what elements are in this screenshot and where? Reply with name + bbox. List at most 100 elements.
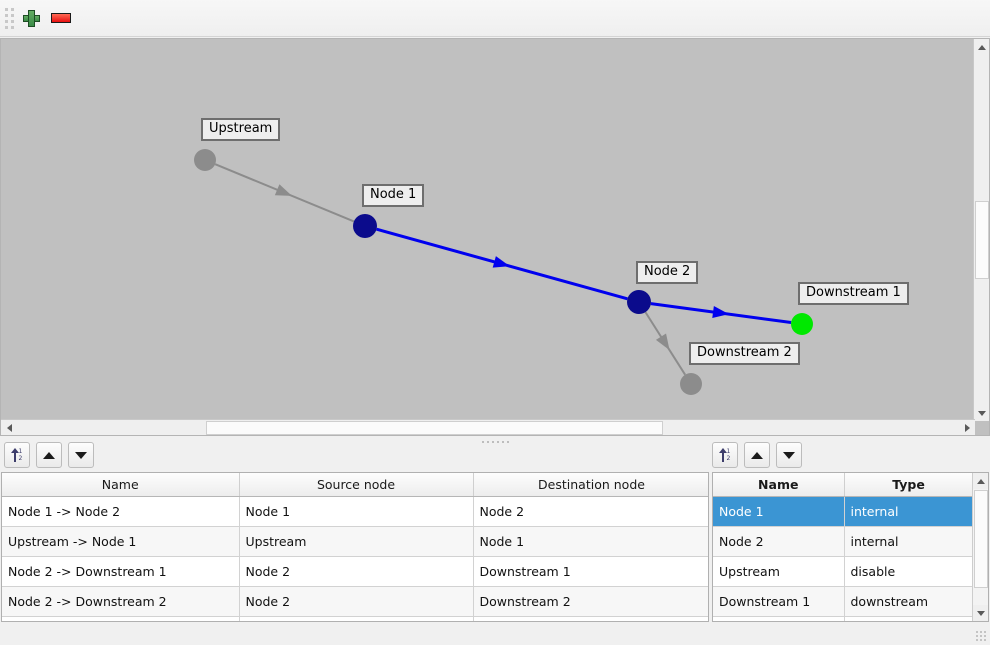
window-resize-grip[interactable]: [976, 631, 988, 643]
nodes-move-up-button[interactable]: [744, 442, 770, 468]
graph-horizontal-scroll-thumb[interactable]: [206, 421, 663, 435]
nodes-table-header-row: Name Type: [713, 473, 988, 497]
nodes-table-empty-cell: [713, 616, 845, 621]
edge-destination-node: Node 2: [473, 496, 708, 527]
graph-node-label-downstream2[interactable]: Downstream 2: [689, 342, 800, 365]
node-type: downstream: [844, 586, 974, 617]
graph-node-downstream2[interactable]: [680, 373, 702, 395]
add-node-button[interactable]: [16, 3, 46, 33]
edge-destination-node: Downstream 1: [473, 556, 708, 587]
nodes-table-scroll-thumb[interactable]: [974, 490, 988, 588]
splitter-grip-icon: [481, 441, 509, 443]
graph-canvas[interactable]: [1, 39, 975, 421]
graph-edge-arrow-upstream-node1: [274, 184, 292, 196]
nodes-table-empty-row[interactable]: [713, 616, 988, 621]
edge-name: Node 2 -> Downstream 1: [2, 556, 240, 587]
node-type: internal: [844, 526, 974, 557]
edges-table-header-row: Name Source node Destination node: [2, 473, 708, 497]
edges-table[interactable]: Name Source node Destination node Node 1…: [1, 472, 709, 622]
node-name: Node 2: [713, 526, 845, 557]
edge-name: Node 1 -> Node 2: [2, 496, 240, 527]
main-toolbar: [0, 0, 990, 37]
node-name: Upstream: [713, 556, 845, 587]
toolbar-drag-handle[interactable]: [2, 5, 16, 31]
triangle-down-icon: [783, 451, 795, 459]
graph-edge-arrow-node2-downstream1: [712, 306, 729, 318]
scroll-right-button[interactable]: [959, 420, 975, 435]
triangle-down-icon: [978, 410, 986, 416]
graph-node-label-upstream[interactable]: Upstream: [201, 118, 281, 141]
nodes-table-vertical-scrollbar[interactable]: [972, 473, 988, 621]
triangle-down-icon: [977, 610, 985, 616]
edge-name: Upstream -> Node 1: [2, 526, 240, 557]
edges-column-header-destination[interactable]: Destination node: [473, 473, 708, 497]
edges-sort-button[interactable]: 1 2: [4, 442, 30, 468]
edges-table-empty-cell: [239, 616, 474, 621]
node-name: Node 1: [713, 496, 845, 527]
nodes-scroll-up-button[interactable]: [973, 473, 988, 489]
node-name: Downstream 1: [713, 586, 845, 617]
graph-edge-arrow-node1-node2: [492, 256, 510, 268]
edges-column-header-source[interactable]: Source node: [239, 473, 474, 497]
triangle-up-icon: [977, 478, 985, 484]
sort-icon: 1 2: [10, 447, 25, 463]
graph-node-upstream[interactable]: [194, 149, 216, 171]
plus-icon: [22, 9, 40, 27]
node-type: internal: [844, 496, 974, 527]
panel-splitter[interactable]: [0, 437, 990, 447]
scroll-down-button[interactable]: [974, 405, 989, 421]
triangle-down-icon: [75, 451, 87, 459]
graph-vertical-scrollbar[interactable]: [973, 39, 989, 421]
triangle-right-icon: [964, 424, 970, 432]
nodes-table-empty-cell: [844, 616, 974, 621]
remove-node-button[interactable]: [46, 3, 76, 33]
graph-node-downstream1[interactable]: [791, 313, 813, 335]
nodes-sort-button[interactable]: 1 2: [712, 442, 738, 468]
edges-table-empty-row[interactable]: [2, 616, 708, 621]
minus-icon: [51, 13, 71, 23]
edge-source-node: Upstream: [239, 526, 474, 557]
graph-vertical-scroll-thumb[interactable]: [975, 201, 989, 279]
nodes-panel-toolbar: 1 2: [712, 442, 802, 468]
triangle-up-icon: [751, 451, 763, 459]
edges-move-up-button[interactable]: [36, 442, 62, 468]
graph-node-label-node2[interactable]: Node 2: [636, 261, 699, 284]
graph-node-node2[interactable]: [627, 290, 651, 314]
edge-name: Node 2 -> Downstream 2: [2, 586, 240, 617]
nodes-column-header-name[interactable]: Name: [713, 473, 845, 497]
edge-source-node: Node 2: [239, 556, 474, 587]
graph-node-node1[interactable]: [353, 214, 377, 238]
edges-table-grid: Name Source node Destination node Node 1…: [2, 473, 708, 621]
triangle-up-icon: [978, 44, 986, 50]
edge-destination-node: Node 1: [473, 526, 708, 557]
graph-edges-layer: [214, 163, 792, 376]
graph-node-label-node1[interactable]: Node 1: [362, 184, 425, 207]
scroll-left-button[interactable]: [1, 420, 17, 435]
nodes-move-down-button[interactable]: [776, 442, 802, 468]
graph-nodes-layer: [194, 149, 813, 395]
nodes-scroll-down-button[interactable]: [973, 605, 988, 621]
scroll-up-button[interactable]: [974, 39, 989, 55]
graph-node-label-downstream1[interactable]: Downstream 1: [798, 282, 909, 305]
graph-horizontal-scrollbar[interactable]: [1, 419, 975, 435]
edge-destination-node: Downstream 2: [473, 586, 708, 617]
edges-move-down-button[interactable]: [68, 442, 94, 468]
edges-column-header-name[interactable]: Name: [2, 473, 240, 497]
triangle-up-icon: [43, 451, 55, 459]
nodes-column-header-type[interactable]: Type: [844, 473, 974, 497]
edge-source-node: Node 1: [239, 496, 474, 527]
